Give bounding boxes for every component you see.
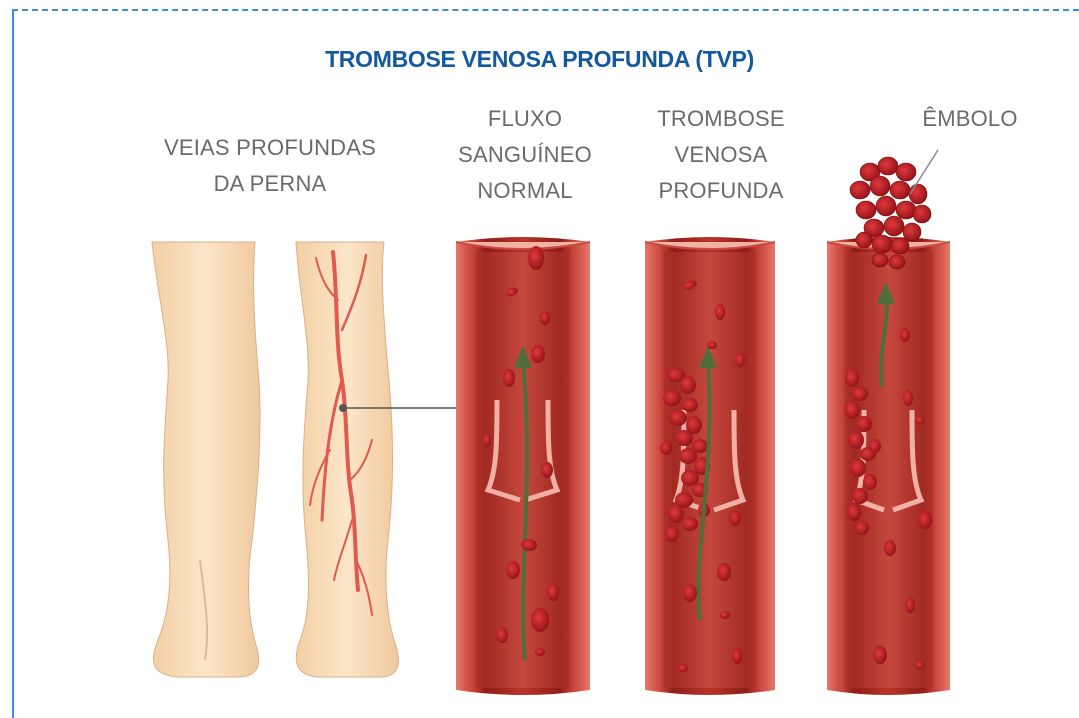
left-leg-drawing [152,242,260,677]
vessel-normal-flow [456,237,590,695]
vessel-embolus [827,150,950,695]
right-leg-with-veins [296,242,472,677]
vessel-dvt [645,237,775,695]
